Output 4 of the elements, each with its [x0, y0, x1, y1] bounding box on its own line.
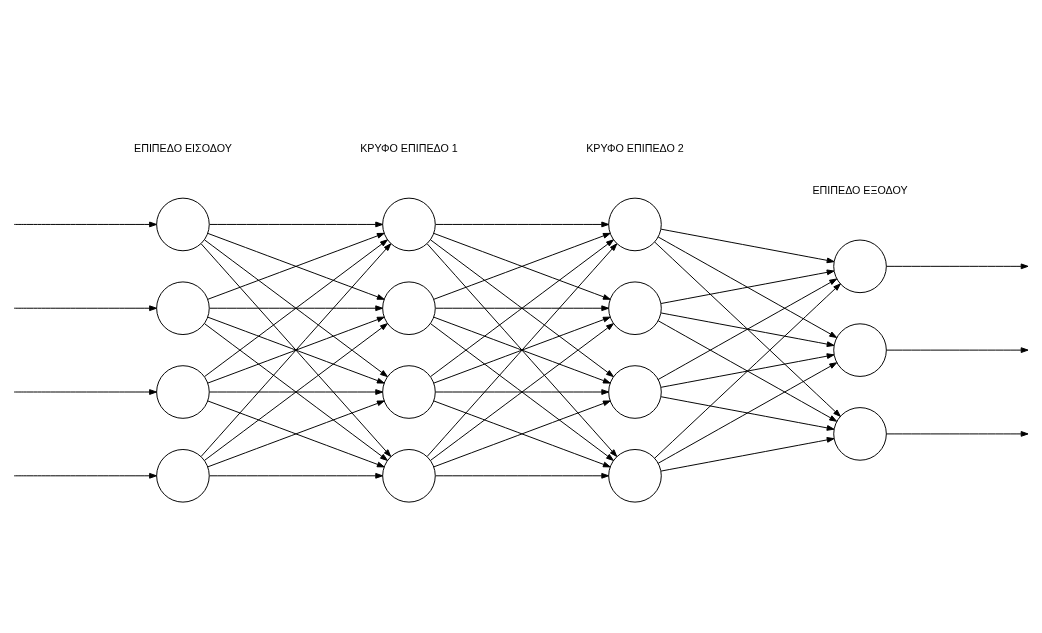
label: ΚΡΥΦΟ ΕΠΙΠΕΔΟ 1: [360, 141, 458, 154]
label: ΕΠΙΠΕΔΟ ΕΙΣΟΔΟΥ: [134, 141, 232, 154]
label: ΕΠΙΠΕΔΟ ΕΞΟΔΟΥ: [812, 183, 908, 196]
label: ΚΡΥΦΟ ΕΠΙΠΕΔΟ 2: [586, 141, 684, 154]
